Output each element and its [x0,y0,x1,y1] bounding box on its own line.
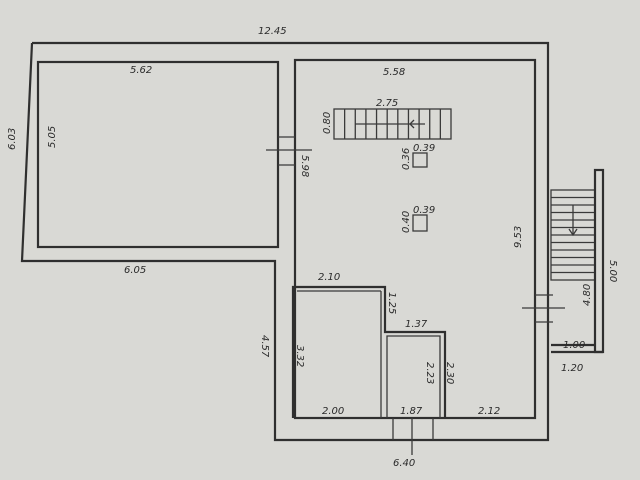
interior-stairs [333,108,452,140]
dim-2-12: 2.12 [478,406,500,417]
dim-2-00: 2.00 [322,406,344,417]
dim-2-10: 2.10 [318,272,340,283]
dimension-labels: 12.45 5.62 6.03 5.05 6.05 5.98 5.58 2.75… [7,26,618,469]
dim-5-98: 5.98 [299,155,310,177]
dim-2-30: 2.30 [444,362,455,384]
dim-6-05: 6.05 [124,265,146,276]
exterior-stairs [550,168,605,354]
dim-3-32: 3.32 [294,345,305,367]
vent-2 [412,214,428,232]
dim-0-80: 0.80 [322,112,333,134]
entrance-door [392,418,434,455]
dim-5-58: 5.58 [383,67,405,78]
dim-4-57: 4.57 [259,335,270,358]
dim-2-75: 2.75 [376,98,398,109]
dim-2-23: 2.23 [424,362,435,384]
dim-1-00: 1.00 [563,340,585,351]
left-room [36,60,280,249]
dim-1-37: 1.37 [405,319,428,330]
dim-5-00: 5.00 [607,260,618,282]
dim-4-80: 4.80 [582,284,593,306]
dim-6-03: 6.03 [7,128,18,150]
dim-1-87: 1.87 [400,406,423,417]
inner-door [266,136,312,166]
dim-5-62: 5.62 [130,65,152,76]
dim-0-39-b: 0.39 [413,205,435,216]
dim-6-40: 6.40 [393,458,415,469]
vent-1 [412,152,428,168]
side-door [522,294,565,323]
dim-0-39-a: 0.39 [413,143,435,154]
dim-9-53: 9.53 [513,226,524,248]
outer-walls [20,41,550,442]
dim-0-36: 0.36 [401,148,412,170]
room-b [386,335,441,418]
dim-1-25: 1.25 [386,292,397,314]
dim-5-05: 5.05 [47,126,58,148]
dim-12-45: 12.45 [258,26,287,37]
dim-0-40: 0.40 [401,211,412,233]
room-a [291,285,447,418]
right-room [293,58,537,420]
dim-1-20: 1.20 [561,363,583,374]
